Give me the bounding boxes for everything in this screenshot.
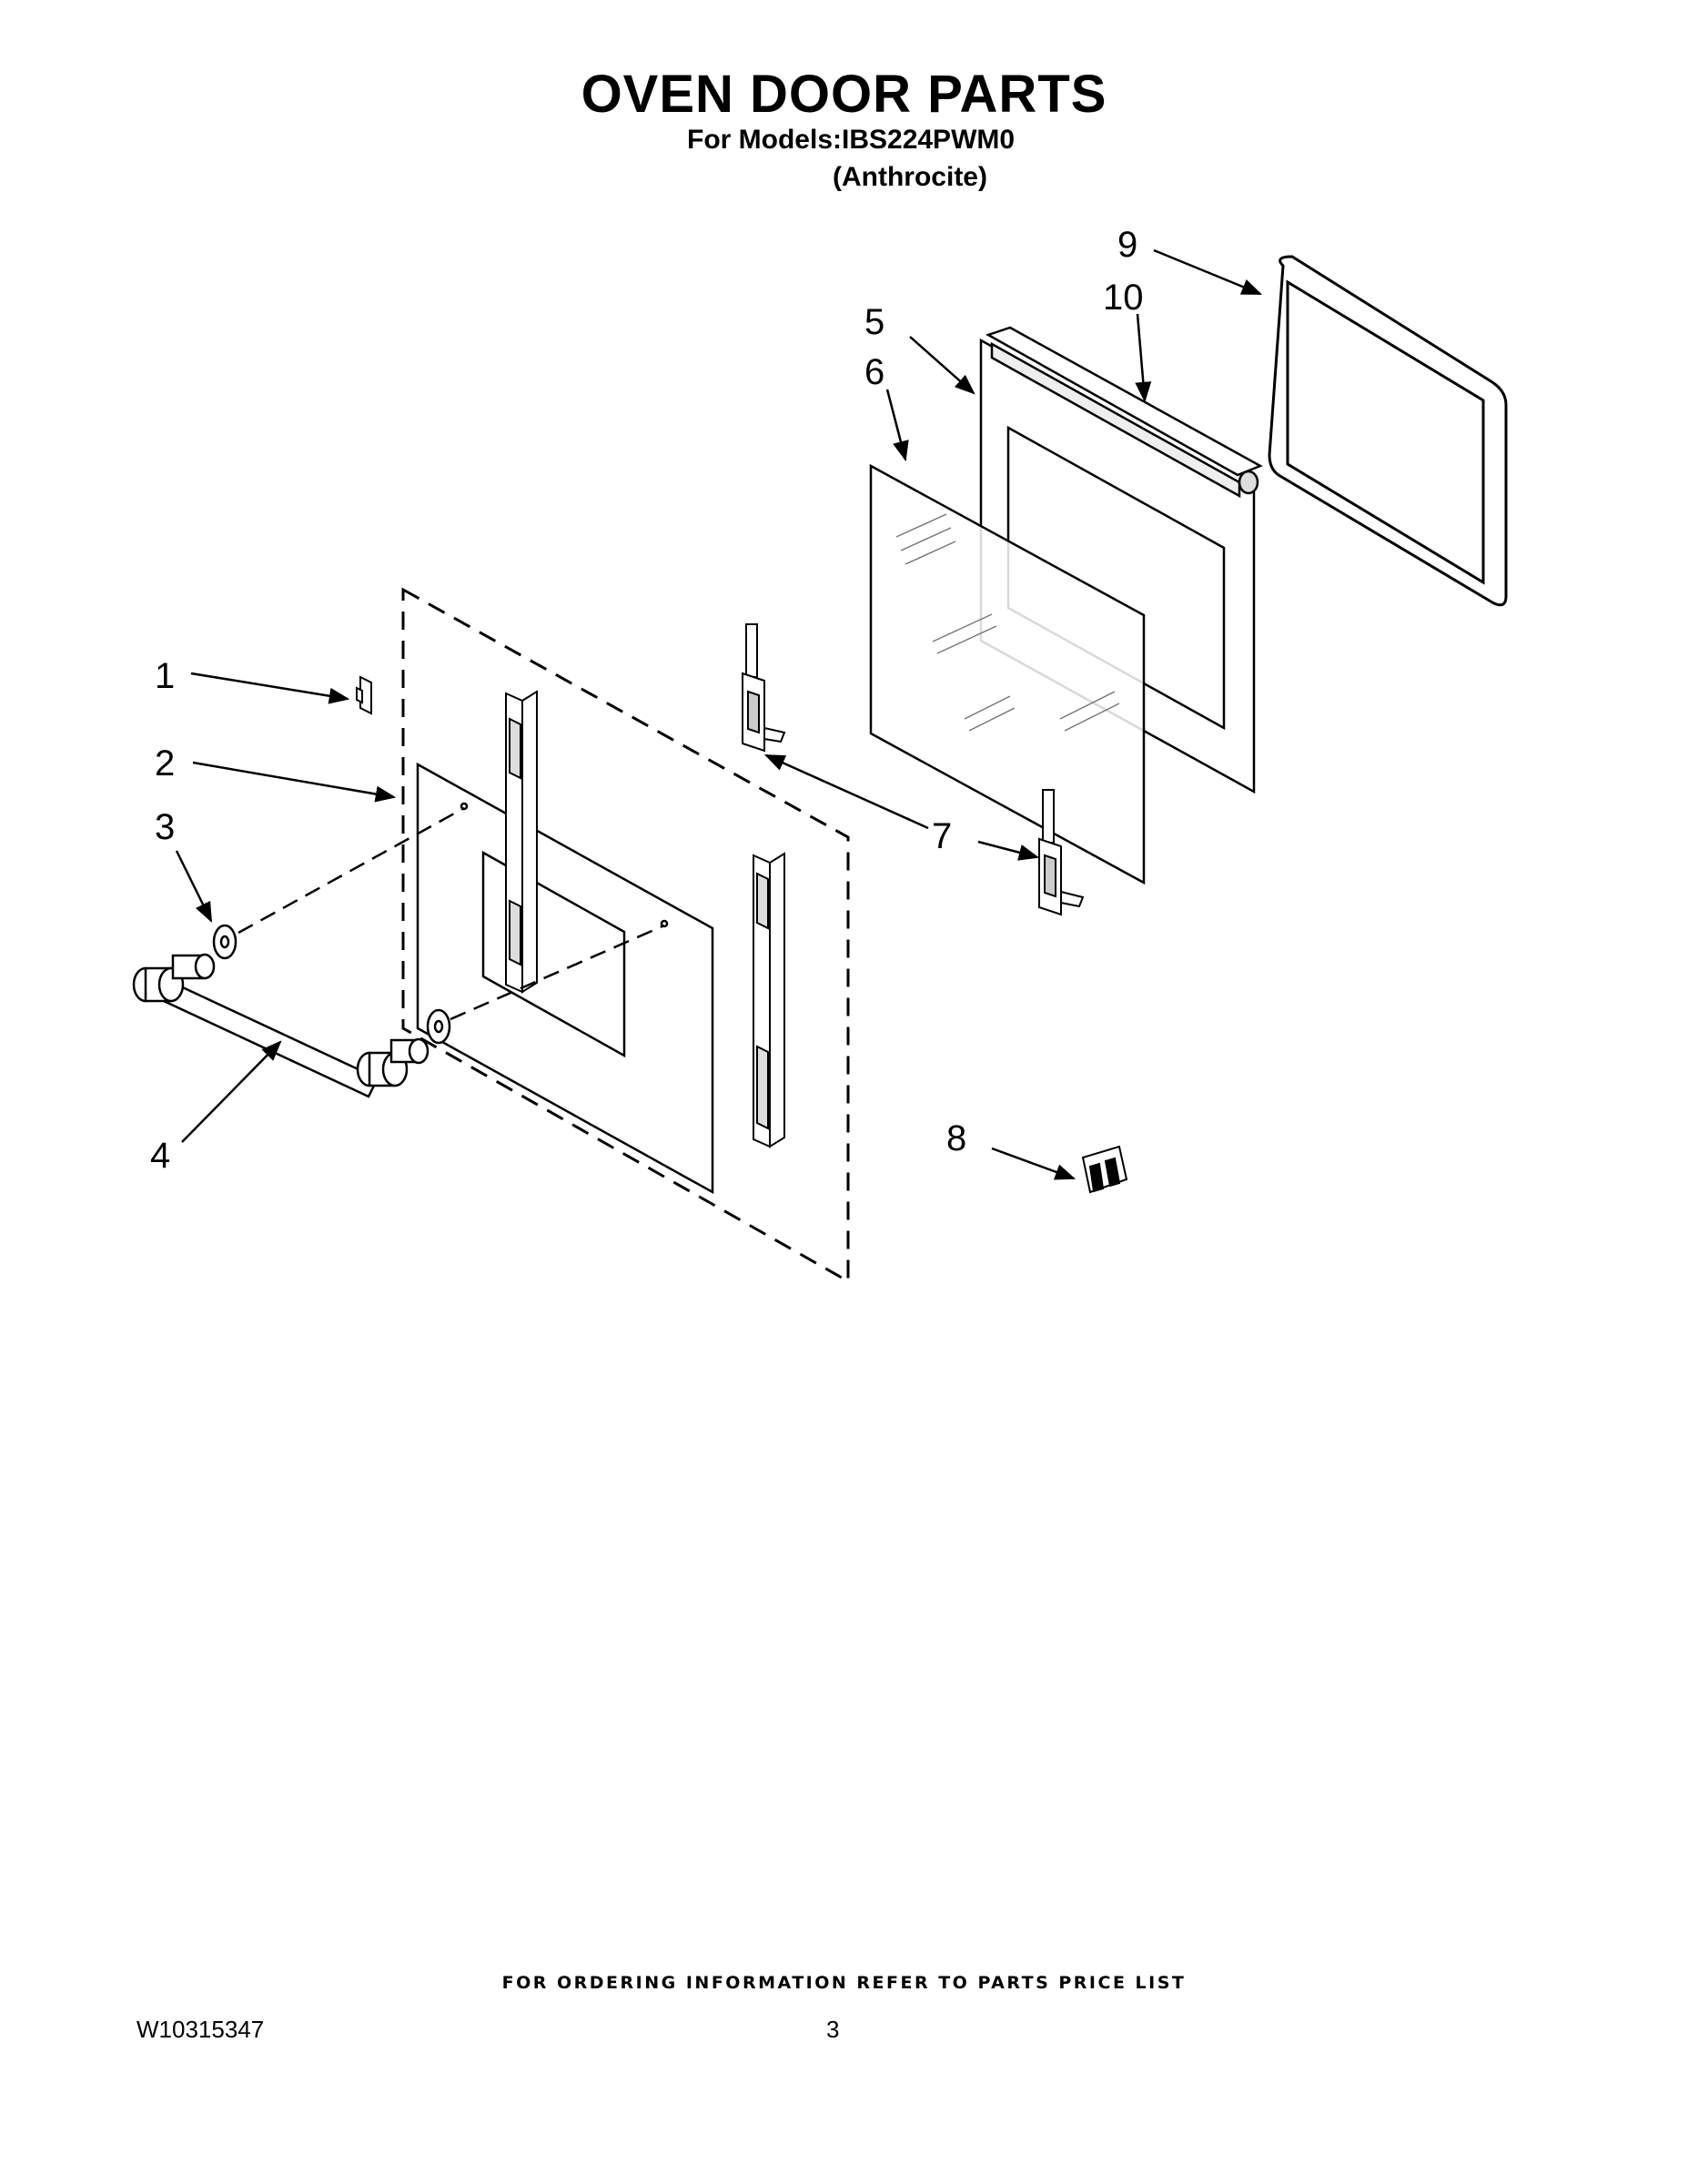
callout-7: 7 [932,816,952,856]
glass-panel [869,463,1146,885]
color-line: (Anthrocite) [833,162,987,192]
callout-6: 6 [864,352,884,392]
door-handle [132,953,430,1098]
callout-3: 3 [155,807,175,847]
callout-4: 4 [150,1136,170,1176]
callout-5: 5 [864,302,884,342]
page-number: 3 [826,2016,840,2043]
callout-9: 9 [1117,225,1137,265]
hinge-lower [1038,789,1085,916]
callout-2: 2 [155,743,175,784]
glass-reflection-marks [895,513,1120,732]
left-door-channel [505,690,538,994]
door-gasket [1268,255,1508,607]
callout-10: 10 [1103,278,1144,318]
leader-arrows [175,248,1263,1180]
right-door-channel [753,852,785,1148]
hinge-upper [742,623,786,753]
outer-door-panel [416,762,714,1195]
models-line: For Models:IBS224PWM0 [687,125,1016,155]
doc-number: W10315347 [136,2016,265,2043]
door-block-part [1081,1145,1128,1194]
handle-spacers [212,924,451,1045]
page-title: OVEN DOOR PARTS [581,65,1107,124]
vent-strip [985,326,1263,499]
ordering-note: FOR ORDERING INFORMATION REFER TO PARTS … [501,1973,1187,1993]
callout-8: 8 [946,1118,966,1158]
callout-1: 1 [155,656,175,696]
door-assembly-dashed-outline [401,587,850,1284]
alignment-lines [238,806,665,1021]
clip-part [356,675,372,715]
